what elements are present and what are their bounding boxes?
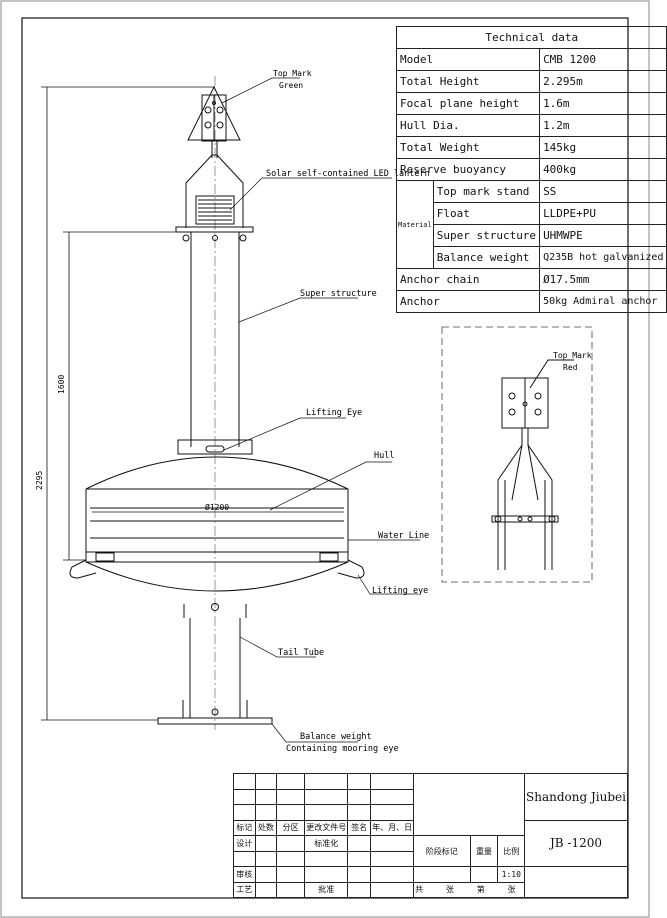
rev-header: 标记	[233, 819, 256, 836]
dimension-lines	[41, 86, 344, 721]
lantern-frame	[175, 154, 254, 242]
process-label: 工艺	[233, 881, 256, 898]
rev-header: 签名	[347, 819, 372, 836]
detail-top-mark-color-label: Red	[563, 363, 578, 372]
tail-tube-label: Tail Tube	[278, 648, 324, 658]
spec-label: Total Weight	[395, 136, 541, 159]
drawing-border	[21, 17, 629, 899]
hull	[69, 456, 365, 611]
leader-lines	[221, 77, 420, 743]
anchor-label: Anchor	[395, 290, 541, 313]
material-value: Q235B hot galvanized	[539, 246, 667, 269]
scale-label: 比例	[497, 835, 526, 867]
lifting-eye-upper-label: Lifting Eye	[306, 408, 362, 418]
title-block: Shandong Jiubei 标记 处数 分区 更改文件号 签名 年、月、日 …	[233, 773, 628, 898]
lantern-label: Solar self-contained LED lantern	[266, 169, 430, 179]
detail-view-frame	[441, 326, 593, 583]
stage-mark-label: 阶段标记	[413, 835, 471, 867]
mooring-eye-label: Containing mooring eye	[286, 744, 399, 754]
sheet-total-label: 共	[415, 885, 424, 895]
material-part: Top mark stand	[432, 180, 541, 203]
sheet-label: 张	[507, 885, 516, 895]
approve-label: 批准	[304, 881, 349, 898]
spec-value: 400kg	[539, 158, 667, 181]
detail-top-mark	[491, 359, 574, 570]
anchor-value: 50kg Admiral anchor	[539, 290, 667, 313]
top-mark-color-label: Green	[279, 81, 303, 90]
rev-header: 更改文件号	[304, 819, 349, 836]
drawing-number: JB -1200	[524, 819, 628, 867]
hull-label: Hull	[374, 451, 394, 461]
detail-top-mark-label: Top Mark	[553, 351, 592, 360]
spec-value: 1.2m	[539, 114, 667, 137]
spec-label: Model	[395, 48, 541, 71]
material-part: Float	[432, 202, 541, 225]
anchor-label: Anchor chain	[395, 268, 541, 291]
company-name: Shandong Jiubei	[524, 773, 628, 821]
dim-2295: 2295	[35, 471, 44, 490]
top-mark-green	[187, 85, 241, 158]
scale-value: 1:10	[497, 866, 526, 883]
super-structure-mast	[177, 232, 253, 455]
dim-1600: 1600	[57, 375, 66, 394]
material-value: SS	[539, 180, 667, 203]
lifting-eye-lower-label: Lifting eye	[372, 586, 428, 596]
tail-tube	[157, 604, 273, 725]
drawing-frame	[0, 0, 650, 918]
spec-label: Hull Dia.	[395, 114, 541, 137]
spec-value: CMB 1200	[539, 48, 667, 71]
spec-value: 2.295m	[539, 70, 667, 93]
spec-label: Focal plane height	[395, 92, 541, 115]
material-value: LLDPE+PU	[539, 202, 667, 225]
standardization-label: 标准化	[304, 835, 349, 852]
rev-header: 分区	[276, 819, 306, 836]
rev-header: 处数	[254, 819, 278, 836]
material-part: Super structure	[432, 224, 541, 247]
sheet-no-label: 第	[476, 885, 485, 895]
anchor-value: Ø17.5mm	[539, 268, 667, 291]
spec-label: Total Height	[395, 70, 541, 93]
review-label: 审核	[233, 866, 256, 883]
spec-label: Reserve buoyancy	[395, 158, 541, 181]
super-structure-label: Super structure	[300, 289, 377, 299]
material-value: UHMWPE	[539, 224, 667, 247]
technical-data-title: Technical data	[395, 26, 667, 49]
material-part: Balance weight	[432, 246, 541, 269]
balance-weight-label: Balance weight	[300, 732, 372, 742]
sheet-count-label: 张	[445, 885, 454, 895]
weight-label: 重量	[469, 835, 499, 867]
top-mark-label: Top Mark	[273, 69, 312, 78]
rev-header: 年、月、日	[370, 819, 415, 836]
spec-value: 145kg	[539, 136, 667, 159]
material-label: Material	[396, 180, 434, 269]
spec-value: 1.6m	[539, 92, 667, 115]
hull-diameter-label: Ø1200	[205, 502, 229, 512]
buoy-drawing: 1600 2295 Ø1200 Top Mark Green Solar sel…	[0, 0, 650, 918]
design-label: 设计	[233, 835, 256, 852]
water-line-label: Water Line	[378, 531, 429, 541]
